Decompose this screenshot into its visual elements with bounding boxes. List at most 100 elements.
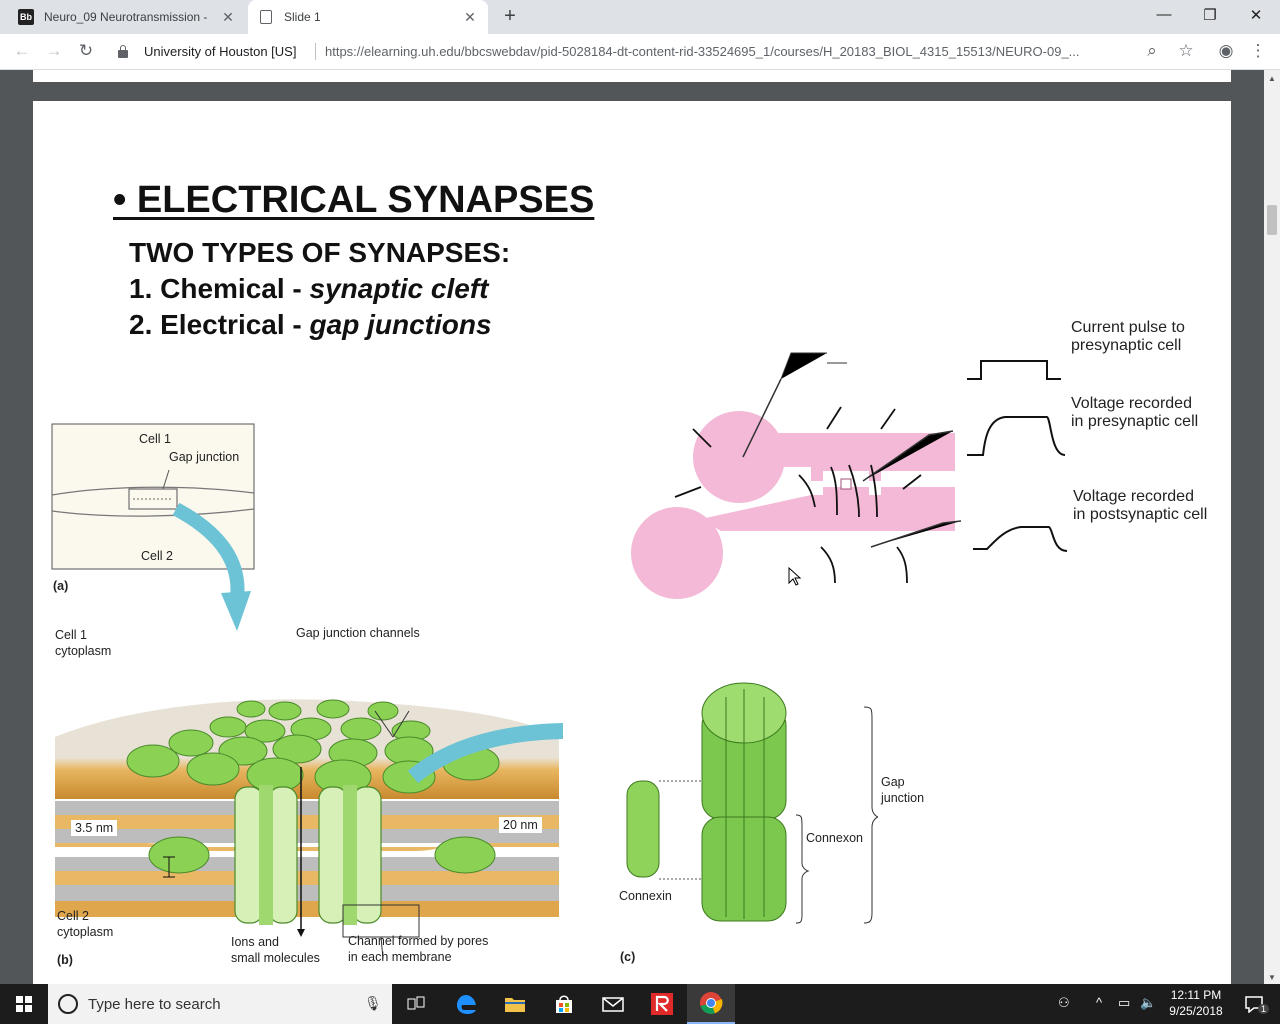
item-emphasis: synaptic cleft (309, 273, 489, 304)
close-icon[interactable]: ✕ (222, 8, 234, 25)
item-prefix: 1. Chemical - (129, 273, 310, 304)
label-connexin: Connexin (619, 889, 672, 903)
new-tab-button[interactable]: + (504, 5, 516, 27)
zoom-icon[interactable]: ⌕ (1147, 41, 1157, 60)
line: Voltage recorded (1071, 395, 1192, 412)
restore-button[interactable]: ❐ (1203, 7, 1217, 24)
line: Channel formed by pores (348, 934, 489, 948)
url-separator (315, 43, 316, 60)
label-3-5nm: 3.5 nm (71, 820, 118, 837)
action-center-button[interactable]: 1 (1234, 984, 1274, 1024)
tab-neuro09[interactable]: Bb Neuro_09 Neurotransmission - ✕ (8, 0, 246, 34)
clock-date: 9/25/2018 (1169, 1004, 1223, 1018)
reload-button[interactable]: ↻ (78, 41, 94, 60)
electrical-synapse-recording-diagram (631, 352, 961, 599)
browser-toolbar: ← → ↻ University of Houston [US] https:/… (0, 34, 1280, 70)
cortana-icon (58, 994, 78, 1014)
document-icon (260, 10, 272, 24)
microphone-icon[interactable]: 🎙 (364, 995, 382, 1011)
slide-subtitle: TWO TYPES OF SYNAPSES: (129, 237, 511, 268)
label-channel-pores: Channel formed by pores in each membrane (348, 933, 488, 966)
forward-button[interactable]: → (45, 41, 63, 60)
task-view-button[interactable] (392, 984, 440, 1024)
store-button[interactable] (540, 984, 588, 1024)
label-cell1: Cell 1 (139, 432, 171, 446)
label-cell2-cytoplasm: Cell 2 cytoplasm (57, 908, 113, 941)
lock-icon[interactable] (118, 45, 128, 58)
people-icon[interactable]: ⚇ (1058, 995, 1070, 1010)
tab-slide1[interactable]: Slide 1 ✕ (248, 0, 488, 34)
line: Cell 2 (57, 909, 89, 923)
label-cell1-cytoplasm: Cell 1 cytoplasm (55, 627, 111, 660)
list-item-electrical: 2. Electrical - gap junctions (129, 309, 492, 341)
start-button[interactable] (0, 984, 48, 1024)
line: Gap (881, 775, 905, 789)
figure-a-gap-junction-sketch (51, 423, 255, 631)
pdf-viewer[interactable]: • ELECTRICAL SYNAPSES TWO TYPES OF SYNAP… (0, 70, 1264, 984)
line: Voltage recorded (1073, 488, 1194, 505)
address-bar[interactable]: https://elearning.uh.edu/bbcswebdav/pid-… (325, 44, 1080, 59)
chrome-icon (700, 992, 723, 1014)
label-gap-junction-channels: Gap junction channels (296, 626, 420, 640)
line: cytoplasm (55, 644, 112, 659)
line: in postsynaptic cell (1073, 506, 1208, 524)
line: presynaptic cell (1071, 337, 1182, 355)
edge-button[interactable] (443, 984, 491, 1024)
account-icon[interactable]: ◉ (1218, 41, 1234, 60)
vertical-scrollbar[interactable]: ▲ ▼ (1264, 70, 1280, 984)
scroll-down-icon[interactable]: ▼ (1268, 973, 1276, 982)
line: junction (881, 791, 925, 806)
panel-label-b: (b) (57, 953, 73, 967)
clock-time: 12:11 PM (1170, 988, 1222, 1002)
list-item-chemical: 1. Chemical - synaptic cleft (129, 273, 488, 305)
item-prefix: 2. Electrical - (129, 309, 310, 340)
label-connexon: Connexon (806, 831, 863, 845)
slide-title: • ELECTRICAL SYNAPSES (113, 179, 595, 221)
label-ions: Ions and small molecules (231, 934, 320, 967)
label-cell2: Cell 2 (141, 549, 173, 563)
bookmark-star-icon[interactable]: ☆ (1178, 41, 1194, 60)
r-app-button[interactable] (638, 984, 686, 1024)
folder-icon (505, 998, 525, 1012)
blackboard-icon: Bb (18, 9, 34, 25)
chrome-button[interactable] (687, 984, 735, 1024)
network-icon[interactable]: ▭ (1118, 995, 1131, 1010)
system-clock[interactable]: 12:11 PM 9/25/2018 (1160, 987, 1232, 1019)
item-emphasis: gap junctions (309, 309, 492, 340)
figure-c-connexon-illustration (626, 682, 878, 924)
file-explorer-button[interactable] (491, 984, 539, 1024)
store-bag-icon (556, 995, 572, 1013)
site-identity[interactable]: University of Houston [US] (144, 44, 297, 59)
taskbar-search[interactable]: Type here to search 🎙 (48, 984, 392, 1024)
back-button[interactable]: ← (13, 41, 31, 60)
panel-label-a: (a) (53, 579, 69, 593)
close-icon[interactable]: ✕ (464, 8, 476, 25)
mail-button[interactable] (589, 984, 637, 1024)
windows-icon (16, 996, 32, 1012)
scrollbar-thumb[interactable] (1267, 205, 1277, 235)
line: Ions and (231, 935, 279, 949)
panel-label-c: (c) (620, 950, 636, 964)
line: small molecules (231, 951, 320, 966)
line: cytoplasm (57, 925, 114, 940)
line: in presynaptic cell (1071, 413, 1199, 431)
scroll-up-icon[interactable]: ▲ (1268, 74, 1276, 83)
tab-title: Neuro_09 Neurotransmission - (44, 10, 208, 24)
menu-icon[interactable]: ⋮ (1249, 41, 1267, 60)
show-hidden-icons[interactable]: ^ (1096, 995, 1103, 1010)
recording-traces (967, 360, 1068, 552)
minimize-button[interactable]: — (1156, 6, 1172, 23)
edge-icon (457, 995, 476, 1014)
label-20nm: 20 nm (499, 817, 542, 834)
line: in each membrane (348, 950, 452, 965)
close-window-button[interactable]: ✕ (1249, 7, 1263, 24)
task-view-icon (407, 996, 425, 1010)
notification-badge: 1 (1258, 1004, 1270, 1014)
notification-icon (1245, 996, 1263, 1013)
mail-icon (602, 997, 624, 1012)
line: Cell 1 (55, 628, 87, 642)
volume-icon[interactable]: 🔈 (1140, 995, 1157, 1010)
